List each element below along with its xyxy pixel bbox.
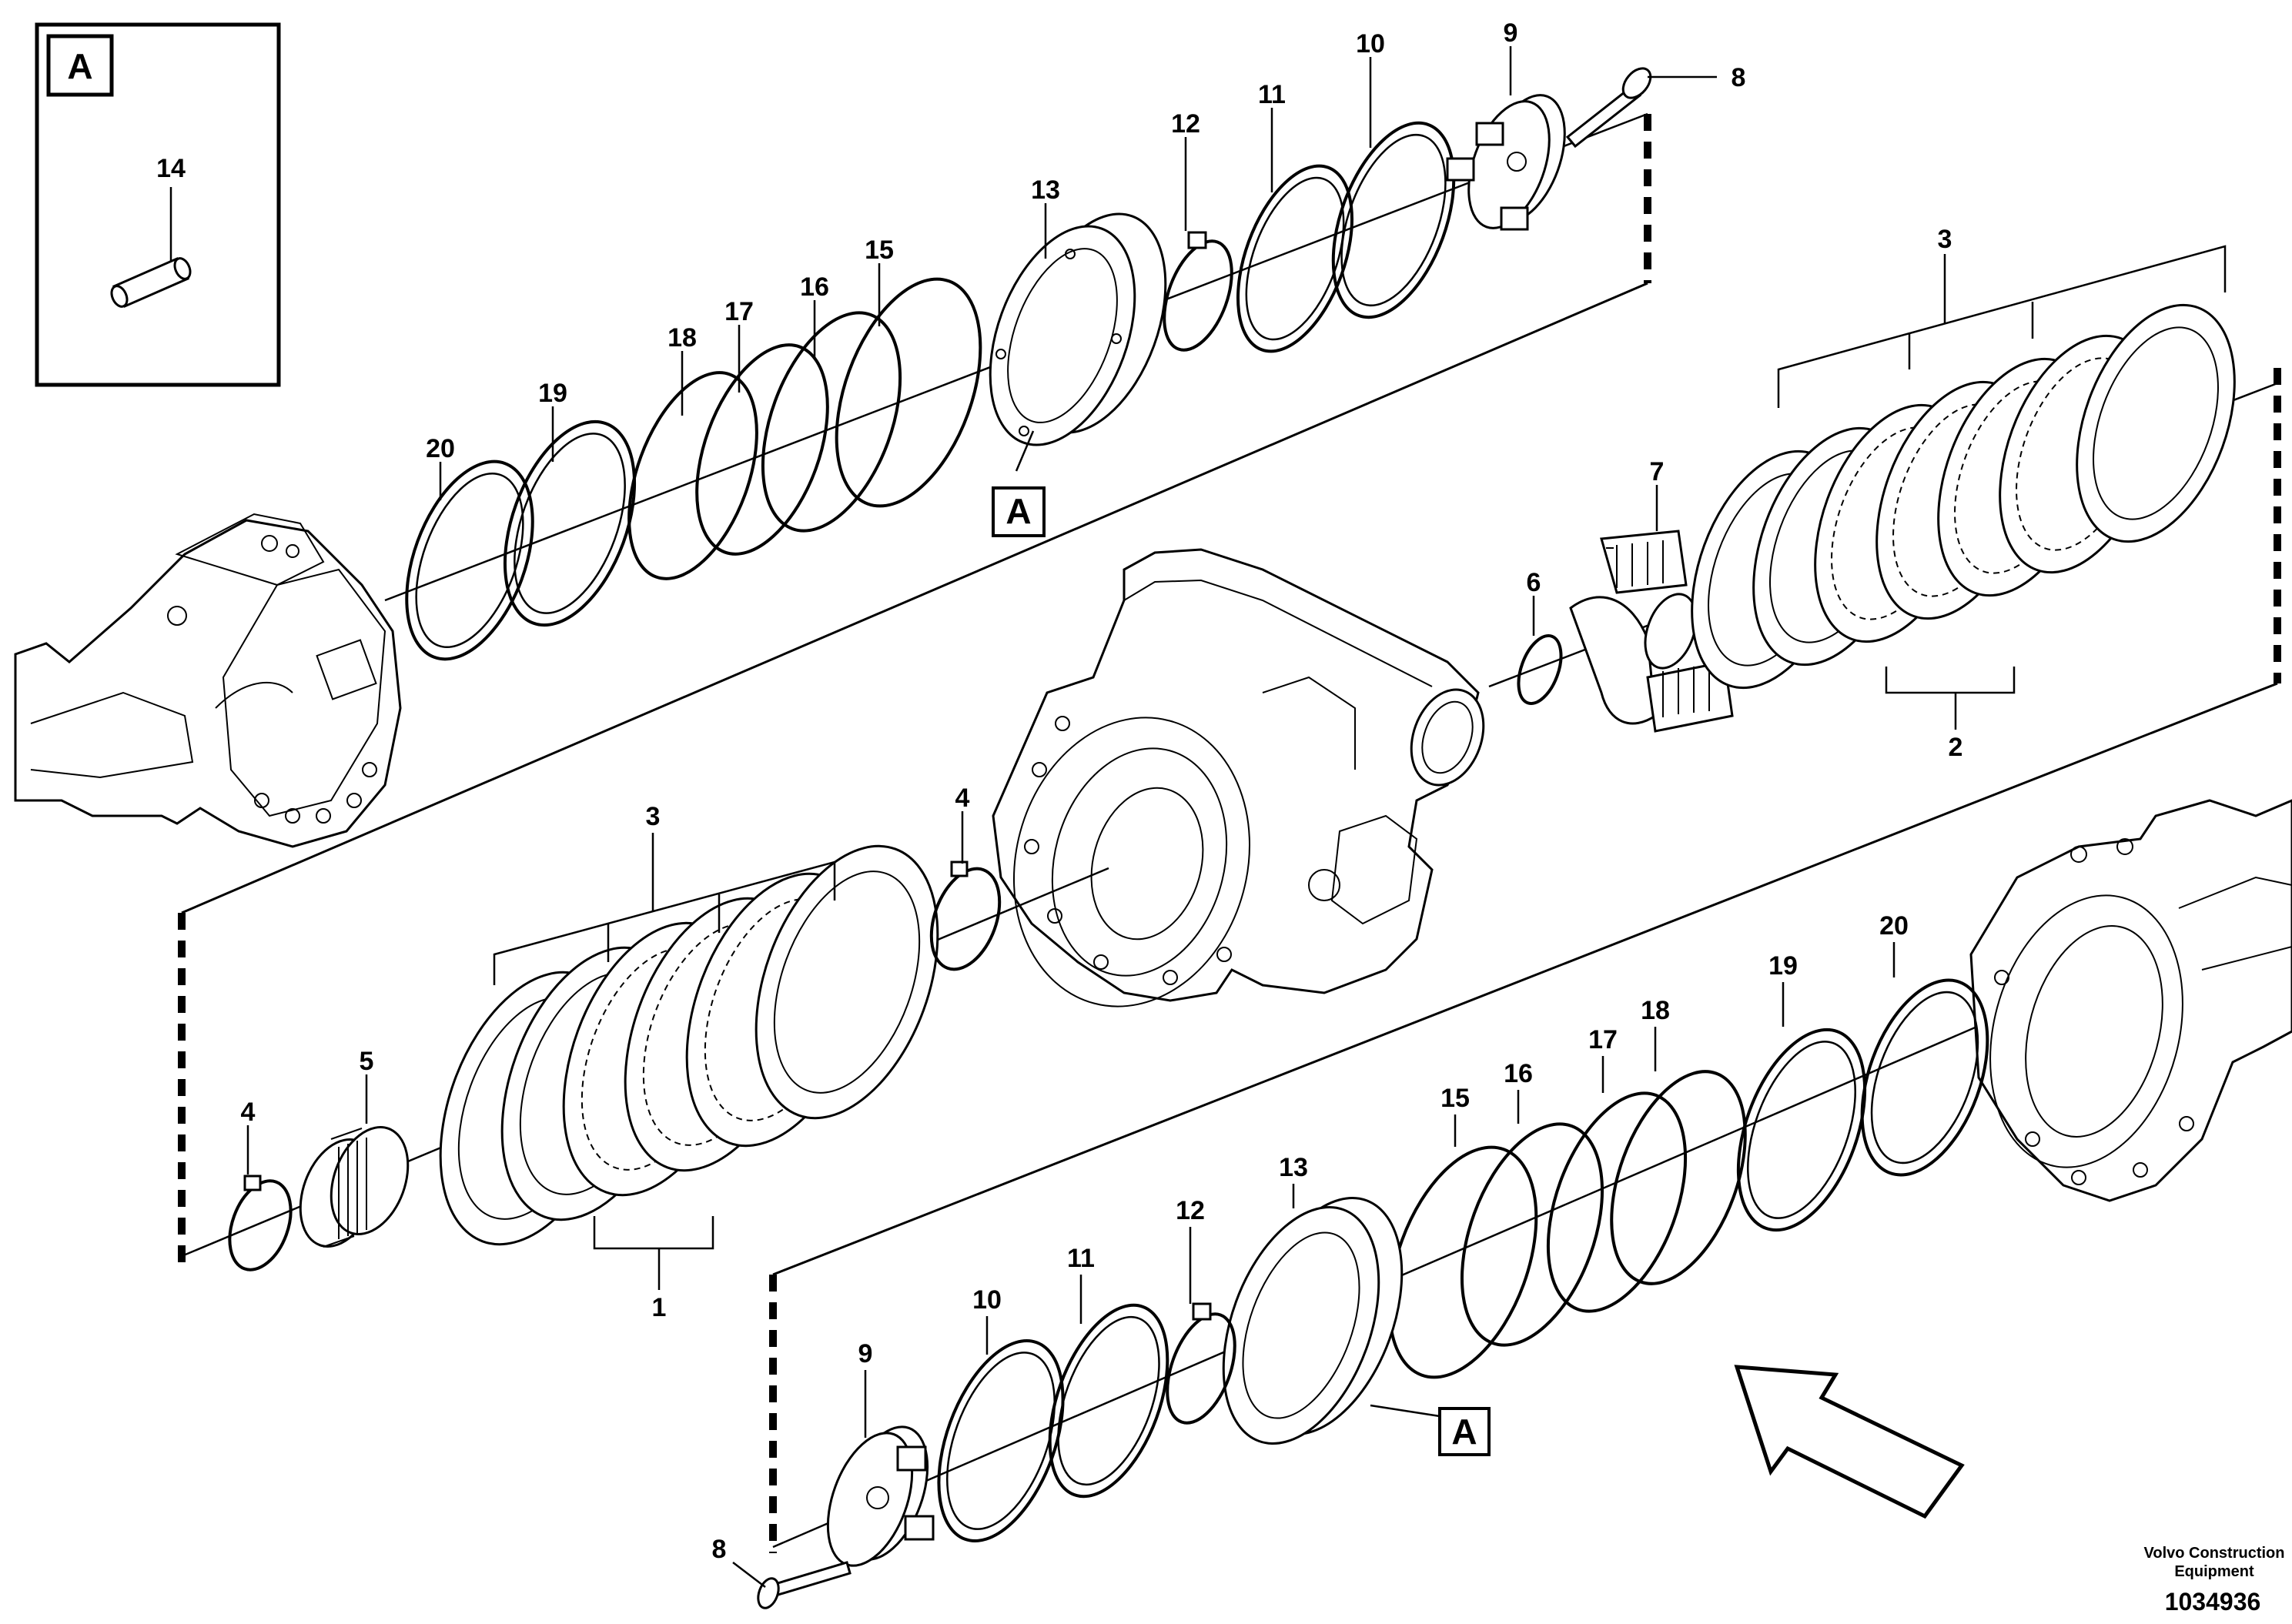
differential-housing [992, 548, 1485, 1007]
shim-19-bottom [1736, 1028, 1867, 1232]
callout-11-top: 11 [1258, 80, 1286, 109]
callout-3-left: 3 [646, 802, 661, 831]
detail-ref-top: A [1005, 491, 1031, 531]
shim-19-top [503, 419, 637, 627]
direction-arrow [1734, 1365, 1965, 1519]
callout-16-top: 16 [800, 272, 829, 302]
clutch-plate-right-7 [2076, 303, 2236, 543]
callout-16-bottom: 16 [1504, 1059, 1533, 1088]
o-ring-15-top [835, 277, 982, 508]
callout-17-top: 17 [724, 297, 754, 326]
piston-13-top [989, 212, 1167, 446]
callout-8-bottom: 8 [712, 1535, 727, 1564]
o-ring-17-bottom [1546, 1091, 1688, 1313]
detail-inset: A 14 [35, 22, 281, 387]
callout-18-bottom: 18 [1641, 996, 1670, 1025]
washer-11-bottom [1048, 1303, 1169, 1499]
thrust-washer-20-top [405, 459, 534, 661]
bolt-8-bottom [757, 1561, 852, 1609]
callout-9-top: 9 [1504, 18, 1518, 48]
left-clutch-pack: 3 1 4 5 4 [181, 784, 1109, 1322]
footer: Volvo Construction Equipment 1034936 [2144, 1545, 2285, 1616]
top-row-assembly: A 20 19 18 17 16 15 13 12 11 10 9 8 [14, 18, 1746, 848]
callout-5: 5 [360, 1047, 374, 1076]
snap-ring-6 [1517, 634, 1563, 705]
piston-13-bottom [1222, 1197, 1404, 1445]
document-number: 1034936 [2165, 1588, 2261, 1616]
callout-12-bottom: 12 [1176, 1196, 1205, 1225]
inset-label-box [46, 34, 114, 97]
callout-19-bottom: 19 [1768, 951, 1798, 981]
o-ring-16-bottom [1460, 1122, 1604, 1347]
callout-10-top: 10 [1356, 29, 1385, 58]
callout-1: 1 [652, 1293, 667, 1322]
hub-5 [299, 1126, 410, 1248]
o-ring-17-top [695, 343, 829, 556]
snap-ring-4-left [228, 1179, 293, 1271]
callout-18-top: 18 [668, 323, 697, 353]
retainer-9-top [1446, 94, 1566, 231]
callout-13-bottom: 13 [1279, 1153, 1308, 1182]
callout-17-bottom: 17 [1588, 1025, 1618, 1054]
callout-14: 14 [156, 154, 186, 183]
left-axle-housing [14, 513, 402, 848]
o-ring-18-top [627, 371, 758, 580]
callout-10-bottom: 10 [972, 1285, 1002, 1315]
callout-15-top: 15 [865, 236, 894, 265]
inset-label: A [67, 46, 92, 86]
detail-ref-bottom: A [1451, 1412, 1477, 1452]
snap-ring-12-bottom [1166, 1312, 1236, 1425]
callout-6: 6 [1527, 568, 1541, 597]
connector-lines [178, 114, 2281, 1553]
callout-4-left: 4 [241, 1098, 256, 1127]
snap-ring-12-top [1163, 239, 1233, 352]
thrust-washer-20-bottom [1860, 978, 1989, 1177]
washer-10-bottom [937, 1338, 1065, 1543]
callout-7: 7 [1650, 457, 1665, 486]
company-name-line1: Volvo Construction [2144, 1545, 2285, 1562]
side-gear-7 [1569, 530, 1734, 733]
detail-ref-box-top [992, 486, 1046, 537]
callout-8-top: 8 [1732, 63, 1746, 92]
right-clutch-pack: 3 2 7 6 [1488, 225, 2278, 762]
callout-9-bottom: 9 [858, 1339, 873, 1368]
bolt-8-top [1565, 67, 1652, 149]
clutch-plate-left-6 [755, 844, 939, 1120]
o-ring-16-top [761, 311, 902, 533]
callout-20-top: 20 [426, 434, 455, 463]
washer-11-top [1236, 164, 1353, 353]
o-ring-15-bottom [1387, 1145, 1538, 1379]
callout-3-right: 3 [1938, 225, 1952, 254]
retainer-9-bottom [826, 1425, 935, 1567]
callout-15-bottom: 15 [1440, 1084, 1470, 1113]
callout-20-bottom: 20 [1879, 911, 1909, 941]
callout-11-bottom: 11 [1067, 1244, 1095, 1273]
inset-frame [35, 22, 281, 387]
right-axle-housing [1969, 799, 2292, 1202]
company-name-line2: Equipment [2174, 1563, 2254, 1580]
bottom-row-assembly: A 20 19 18 17 16 15 13 12 11 10 9 8 [712, 799, 2292, 1609]
detail-ref-box-bottom [1438, 1407, 1491, 1456]
snap-ring-4-middle [929, 867, 1002, 971]
washer-10-top [1331, 121, 1456, 319]
callout-19-top: 19 [538, 379, 567, 408]
callout-2-right: 2 [1949, 733, 1963, 762]
pin-part [110, 257, 192, 308]
callout-12-top: 12 [1171, 109, 1200, 139]
o-ring-18-bottom [1610, 1070, 1747, 1285]
callout-4-middle: 4 [955, 784, 970, 813]
callout-13-top: 13 [1031, 175, 1060, 205]
